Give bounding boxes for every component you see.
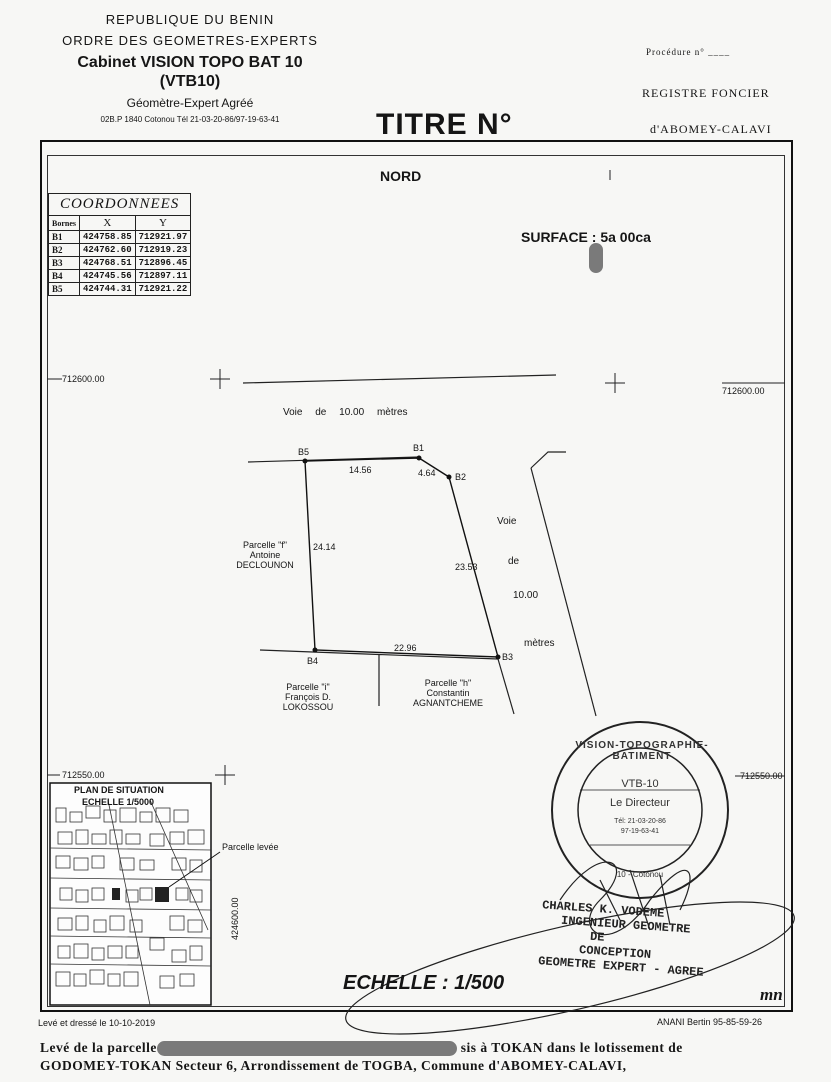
road-right-2: de [508,556,520,567]
col-borne: Bornes [48,215,80,231]
distance-b5-b4: 24.14 [313,542,336,552]
parcel-i-owner2: LOKOSSOU [282,702,334,712]
grid-y-bottom-right: 712550.00 [740,771,783,781]
row-borne: B3 [48,256,80,270]
stamp-code: VTB-10 [621,778,659,790]
grid-y-top-right: 712600.00 [722,386,765,396]
redaction-mark [589,243,603,273]
distance-b1-b2: 4.64 [418,468,436,478]
official-stamp [551,721,729,899]
signature-block: CHARLES K. VODEME INGENIEUR GEOMETRE DE … [538,898,708,979]
row-y: 712921.22 [134,282,192,296]
borne-b4: B4 [307,656,319,666]
parcel-h-owner1: Constantin [426,688,470,698]
procedure-label: Procédure n° ____ [646,47,731,57]
parcel-h-label: Parcelle "h" Constantin AGNANTCHEME [403,678,493,708]
registre-label: REGISTRE FONCIER [642,86,770,100]
borne-b3: B3 [502,652,514,662]
operator-name: ANANI Bertin 95-85-59-26 [657,1017,763,1027]
col-x: X [79,215,136,231]
header-block: REPUBLIQUE DU BENIN ORDRE DES GEOMETRES-… [30,12,350,124]
stamp-tel2: 97-19-63-41 [620,828,660,835]
borne-b1: B1 [413,443,425,453]
situation-title: PLAN DE SITUATION [74,785,164,795]
row-x: 424744.31 [79,282,136,296]
distance-b2-b3: 23.53 [455,562,478,572]
echelle-label: ECHELLE : 1/500 [343,972,505,994]
grid-y-bottom-left: 712550.00 [62,770,105,780]
row-x: 424768.51 [79,256,136,270]
grid-x-bottom-label: 424600.00 [230,897,240,940]
stamp-tel1: Tél: 21-03-20-86 [614,818,666,825]
row-y: 712896.45 [134,256,192,270]
col-y: Y [134,215,192,231]
row-y: 712921.97 [134,230,192,244]
cabinet-address: 02B.P 1840 Cotonou Tél 21-03-20-86/97-19… [100,115,280,124]
situation-scale: ECHELLE 1/5000 [82,797,155,807]
stamp-ring-bottom: 10 - Cotonou [616,870,664,879]
situation-map [49,782,221,1006]
grid-y-top-left: 712600.00 [62,374,105,384]
surface-label: SURFACE : 5a 00ca [521,229,651,245]
survey-date: Levé et dressé le 10-10-2019 [38,1018,156,1028]
country-name: REPUBLIQUE DU BENIN [105,12,275,27]
description-line1: Levé de la parcelle sis à TOKAN dans le … [40,1040,683,1057]
row-y: 712897.11 [134,269,192,283]
registre-city: d'ABOMEY-CALAVI [650,122,772,136]
road-right-3: 10.00 [513,590,539,601]
profession: Géomètre-Expert Agréé [126,96,254,110]
distance-b5-b1: 14.56 [349,465,372,475]
cabinet-name: Cabinet VISION TOPO BAT 10 [77,54,303,71]
row-borne: B1 [48,230,80,244]
row-x: 424758.85 [79,230,136,244]
titre-number: TITRE N° [376,108,513,141]
road-right-4: mètres [524,638,555,649]
parcel-f-label: Parcelle "f" Antoine DECLOUNON [230,540,300,570]
cabinet-code: (VTB10) [159,73,221,90]
parcel-h-owner2: AGNANTCHEME [412,698,483,708]
row-borne: B5 [48,282,80,296]
borne-b2: B2 [455,472,467,482]
parcel-i-name: Parcelle "i" [286,682,330,692]
row-x: 424745.56 [79,269,136,283]
row-x: 424762.60 [79,243,136,257]
parcel-f-owner1: Antoine [249,550,281,560]
parcel-f-owner2: DECLOUNON [236,560,294,570]
plan-frame [40,140,793,1012]
north-label: NORD [380,168,422,184]
parcel-levee-label: Parcelle levée [222,842,279,852]
borne-b5: B5 [298,447,310,457]
parcel-i-label: Parcelle "i" François D. LOKOSSOU [273,682,343,712]
parcel-h-name: Parcelle "h" [424,678,472,688]
order-name: ORDRE DES GEOMETRES-EXPERTS [62,33,318,48]
row-y: 712919.23 [134,243,192,257]
signature-scribble [345,861,795,1035]
parcel-i-owner1: François D. [284,692,331,702]
stamp-ring-top: VISION-TOPOGRAPHIE-BATIMENT [575,740,709,762]
road-top-label: Voie de 10.00 mètres [283,407,408,418]
distance-b4-b3: 22.96 [394,643,417,653]
row-borne: B4 [48,269,80,283]
plan-inner-frame [47,155,785,1007]
initials: mn [760,985,783,1004]
row-borne: B2 [48,243,80,257]
stamp-role: Le Directeur [610,797,670,809]
description-line2: GODOMEY-TOKAN Secteur 6, Arrondissement … [40,1058,627,1073]
coordinates-title: COORDONNEES [47,193,192,216]
parcel-f-name: Parcelle "f" [243,540,287,550]
road-right-1: Voie [497,516,517,527]
